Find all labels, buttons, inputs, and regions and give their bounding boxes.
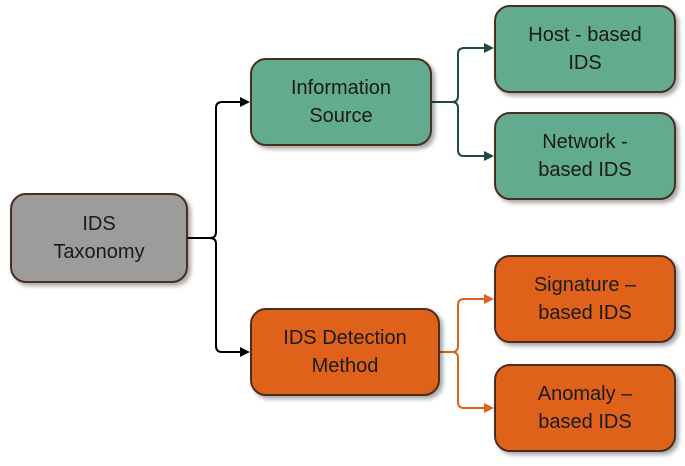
connector-root-to-detection-method: [209, 237, 250, 357]
connector-detection-to-signature: [440, 294, 494, 353]
host-based-ids-node: Host - based IDS: [494, 5, 676, 93]
connector-detection-to-anomaly: [451, 351, 494, 413]
network-based-ids-node: Network - based IDS: [494, 112, 676, 200]
ids-detection-method-node: IDS Detection Method: [250, 308, 440, 396]
information-source-node: Information Source: [250, 58, 432, 146]
ids-taxonomy-node: IDS Taxonomy: [10, 193, 188, 283]
signature-based-ids-node: Signature – based IDS: [494, 255, 676, 343]
connector-information-to-host: [432, 43, 494, 103]
connector-information-to-network: [451, 101, 494, 161]
connector-root-to-information-source: [188, 97, 250, 239]
anomaly-based-ids-node: Anomaly – based IDS: [494, 364, 676, 452]
